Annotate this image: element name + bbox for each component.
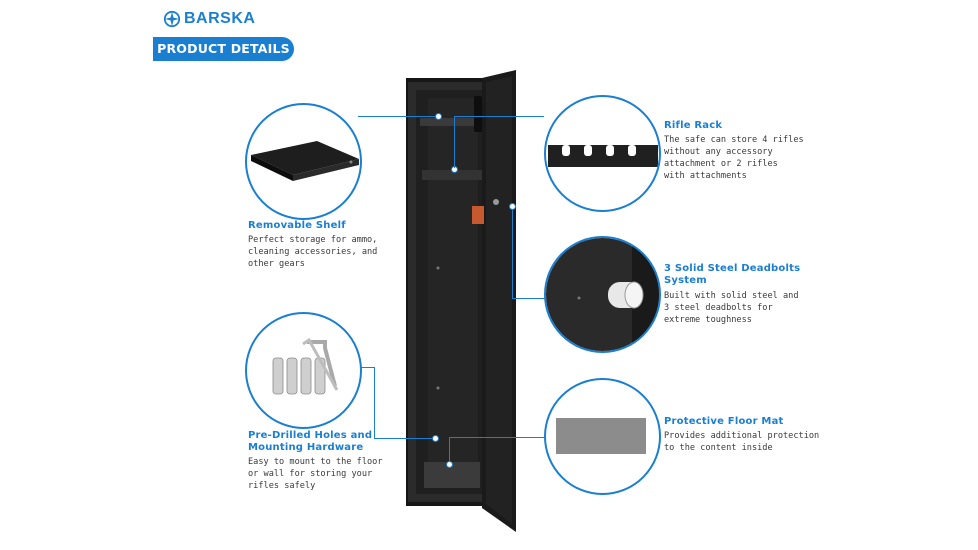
section-label: PRODUCT DETAILS — [153, 37, 294, 61]
hardware-connector-vertical — [374, 367, 375, 438]
feature-title-shelf: Removable Shelf — [248, 220, 346, 231]
hardware-circle — [245, 312, 362, 429]
shelf-dot — [435, 113, 442, 120]
deadbolt-image — [546, 238, 659, 351]
shelf-image — [251, 141, 359, 181]
deadbolt-connector — [512, 298, 546, 299]
feature-title-mat: Protective Floor Mat — [664, 416, 784, 427]
rack-connector-vertical — [454, 116, 455, 168]
floor-mat-image — [556, 418, 646, 454]
feature-title-hardware: Pre-Drilled Holes and Mounting Hardware — [248, 430, 373, 453]
feature-desc-rack: The safe can store 4 rifles without any … — [664, 135, 804, 181]
gun-safe-image — [406, 70, 516, 532]
feature-desc-shelf: Perfect storage for ammo, cleaning acces… — [248, 235, 378, 269]
deadbolt-circle — [544, 236, 661, 353]
hardware-dot — [432, 435, 439, 442]
brand-logo: BARSKA — [163, 9, 255, 29]
hardware-connector-horizontal — [374, 438, 434, 439]
mat-connector-vertical — [449, 437, 450, 463]
rack-connector — [454, 116, 544, 117]
barska-logo-icon — [163, 10, 181, 28]
hardware-image — [272, 337, 339, 395]
rifle-rack-image — [548, 145, 658, 167]
feature-title-deadbolt: 3 Solid Steel Deadbolts System — [664, 263, 801, 286]
rack-circle — [544, 95, 661, 212]
mat-connector — [449, 437, 546, 438]
feature-desc-mat: Provides additional protection to the co… — [664, 431, 820, 453]
shelf-circle — [245, 103, 362, 220]
feature-title-rack: Rifle Rack — [664, 120, 723, 131]
hardware-connector — [359, 367, 374, 368]
brand-name: BARSKA — [184, 10, 256, 27]
feature-desc-hardware: Easy to mount to the floor or wall for s… — [248, 457, 383, 491]
deadbolt-connector-vertical — [512, 206, 513, 298]
mat-dot — [446, 461, 453, 468]
deadbolt-dot — [509, 203, 516, 210]
feature-desc-deadbolt: Built with solid steel and 3 steel deadb… — [664, 291, 799, 325]
mat-circle — [544, 378, 661, 495]
shelf-connector — [358, 116, 438, 117]
